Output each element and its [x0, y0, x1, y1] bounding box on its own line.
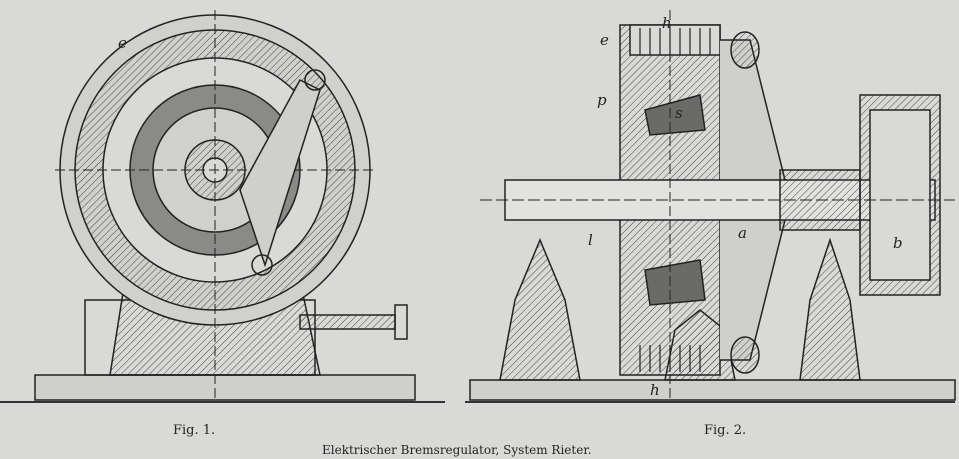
figure-caption: Elektrischer Bremsregulator, System Riet… — [322, 443, 592, 457]
fig2-part-label-s: s — [675, 104, 683, 122]
fig2-part-label-h-bottom: h — [650, 381, 660, 399]
fig1-drawing — [34, 10, 416, 401]
fig2-caption: Fig. 2. — [704, 423, 747, 438]
fig1-part-label-e: e — [118, 34, 127, 52]
fig2-part-label-p: p — [597, 91, 607, 109]
fig2-part-label-l: l — [588, 231, 593, 249]
fig2-drawing — [469, 10, 956, 401]
fig2-part-label-a: a — [738, 224, 747, 242]
fig2-part-label-h-top: h — [662, 14, 672, 32]
fig2-part-label-e: e — [600, 31, 609, 49]
fig1-caption: Fig. 1. — [173, 423, 216, 438]
fig2-part-label-b: b — [893, 234, 903, 252]
